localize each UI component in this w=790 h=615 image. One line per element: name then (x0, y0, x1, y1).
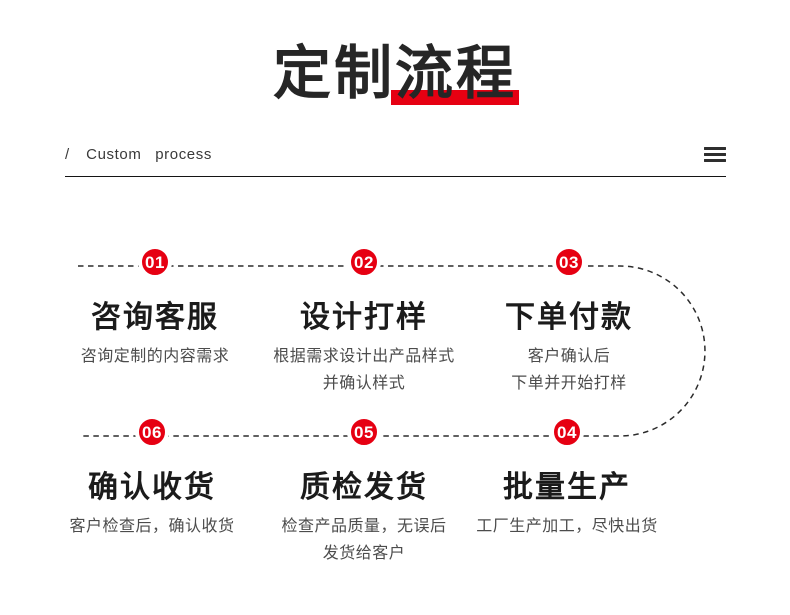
step-desc-line: 并确认样式 (322, 375, 406, 392)
hamburger-menu-icon (704, 146, 726, 162)
step-02: 02 设计打样 根据需求设计出产品样式 并确认样式 (239, 245, 489, 397)
step-desc-line: 下单并开始打样 (511, 375, 627, 392)
step-number-badge: 04 (550, 415, 584, 449)
step-title: 批量生产 (503, 471, 631, 504)
step-desc-line: 工厂生产加工，尽快出货 (476, 518, 658, 535)
subtitle-slash: / (65, 145, 70, 163)
divider-line (65, 176, 726, 177)
step-number-badge: 03 (552, 245, 586, 279)
step-desc-line: 检查产品质量，无误后 (281, 518, 447, 535)
step-desc-line: 发货给客户 (322, 545, 406, 562)
subtitle-row: / Custom process (65, 143, 726, 165)
step-title: 咨询客服 (91, 301, 219, 334)
step-number-badge: 01 (138, 245, 172, 279)
page-title-highlight: 流程 (390, 41, 520, 106)
step-01: 01 咨询客服 咨询定制的内容需求 (30, 245, 280, 370)
step-desc-line: 客户检查后，确认收货 (69, 518, 235, 535)
step-03: 03 下单付款 客户确认后 下单并开始打样 (444, 245, 694, 397)
step-number-badge: 02 (347, 245, 381, 279)
step-title: 下单付款 (505, 301, 633, 334)
step-05: 05 质检发货 检查产品质量，无误后 发货给客户 (239, 415, 489, 567)
step-06: 06 确认收货 客户检查后，确认收货 (27, 415, 277, 540)
step-number-badge: 06 (135, 415, 169, 449)
step-04: 04 批量生产 工厂生产加工，尽快出货 (442, 415, 692, 540)
step-desc-line: 根据需求设计出产品样式 (273, 348, 455, 365)
step-title: 确认收货 (88, 471, 216, 504)
step-title: 质检发货 (300, 471, 428, 504)
step-desc-line: 咨询定制的内容需求 (80, 348, 230, 365)
page-title-plain: 定制 (272, 41, 395, 106)
step-desc-line: 客户确认后 (527, 348, 611, 365)
page-title: 定制流程 (0, 42, 790, 106)
subtitle-label: Custom process (86, 145, 212, 163)
step-title: 设计打样 (300, 301, 428, 334)
step-number-badge: 05 (347, 415, 381, 449)
